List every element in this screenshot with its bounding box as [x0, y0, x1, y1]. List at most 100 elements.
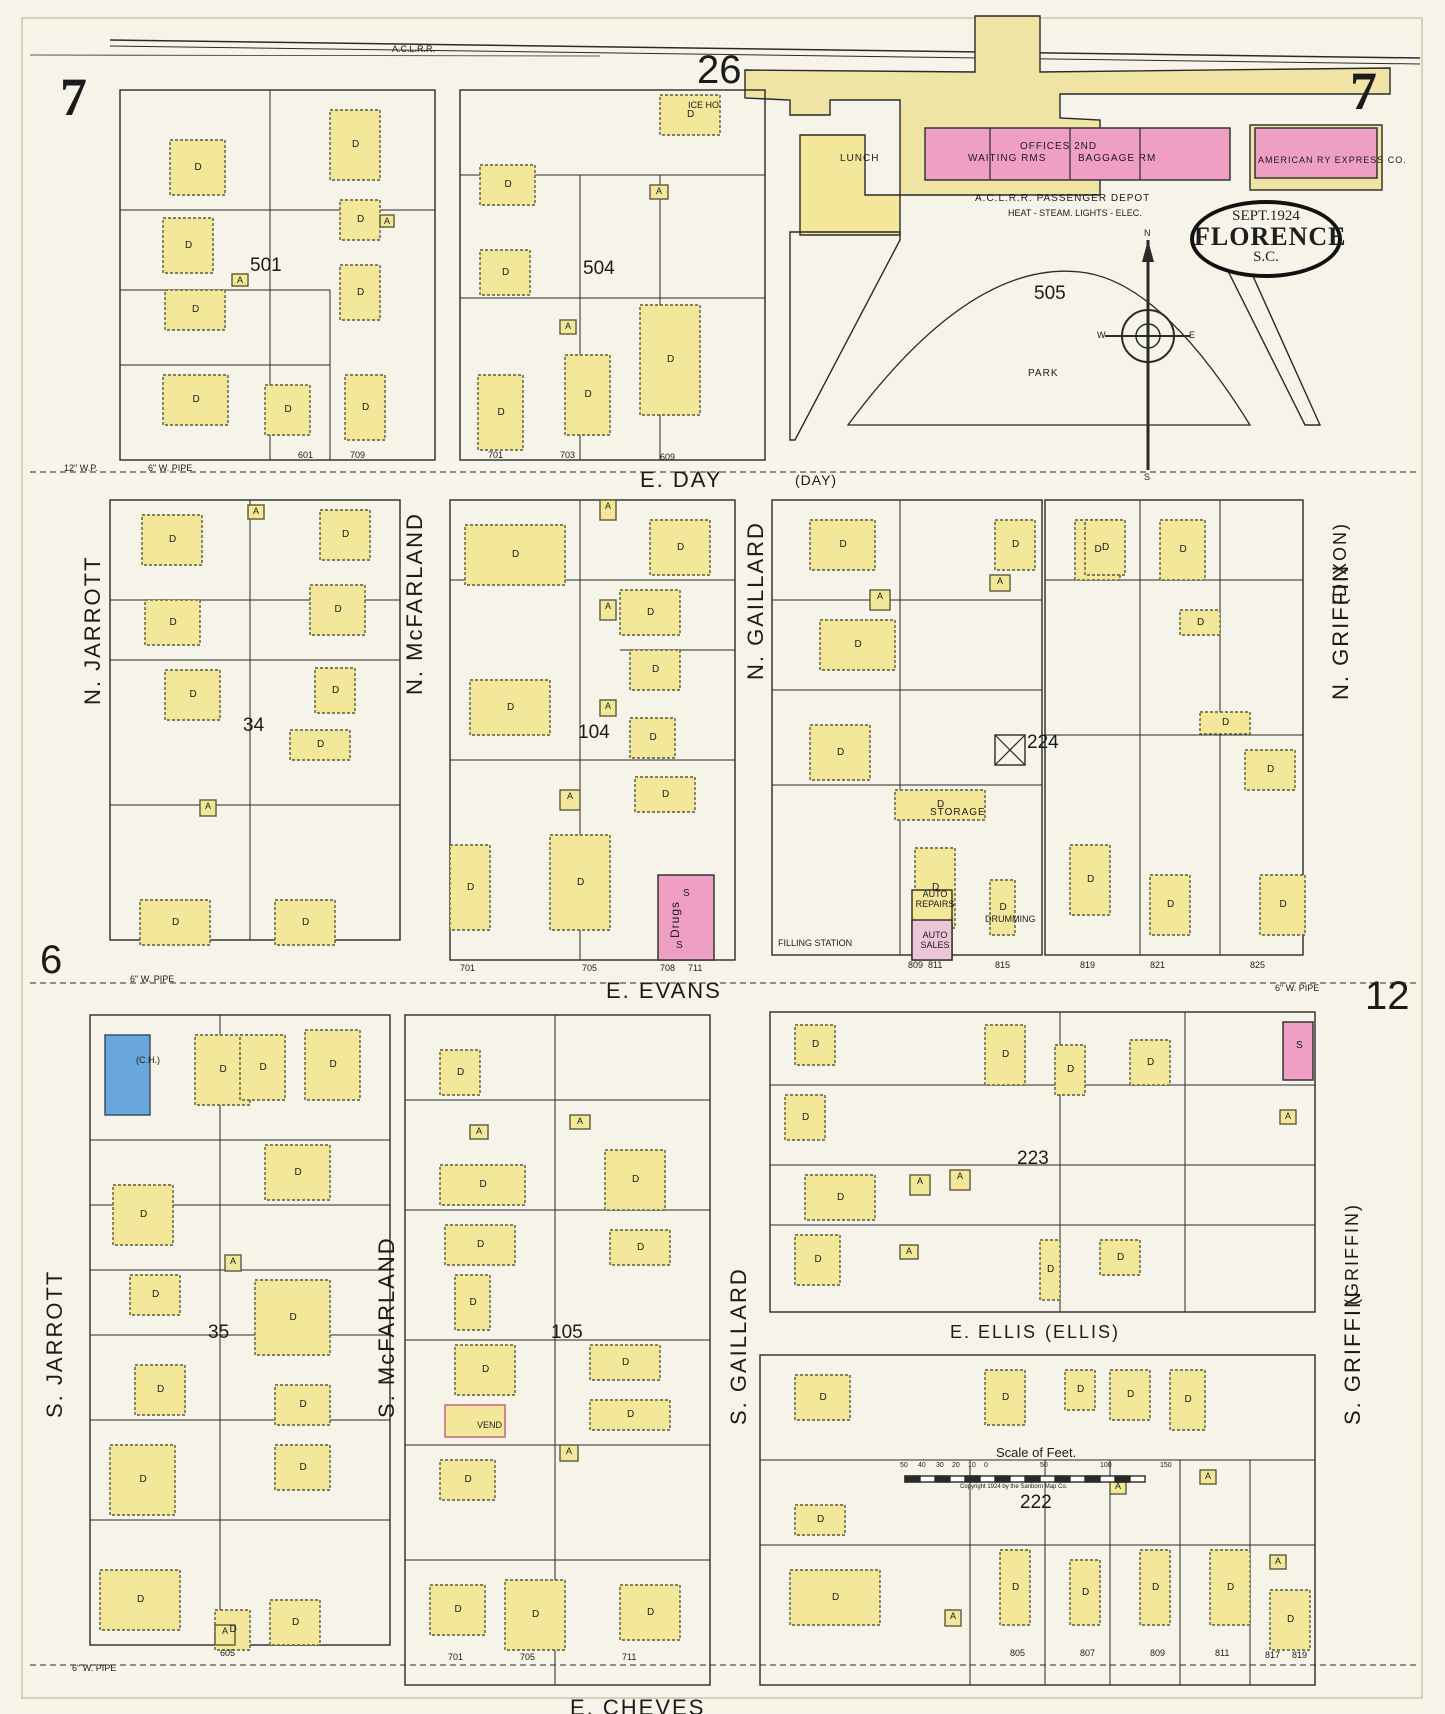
dwelling-letter-68: D — [469, 1296, 478, 1308]
passenger-depot — [924, 127, 1231, 181]
shed-letter-21: A — [950, 1611, 957, 1621]
scale-tick-3: 20 — [952, 1462, 960, 1469]
shed-letter-16: A — [476, 1126, 483, 1136]
dwelling-28 — [629, 649, 681, 691]
vend-building — [444, 1404, 506, 1438]
dwelling-letter-32: D — [577, 876, 586, 888]
shed-7 — [599, 599, 617, 621]
dwelling-letter-89: D — [1184, 1394, 1193, 1405]
address-cheves-807: 807 — [1080, 1648, 1096, 1658]
dwelling-87 — [1064, 1369, 1096, 1411]
dwelling-65 — [604, 1149, 666, 1211]
dwelling-letter-20: D — [332, 684, 341, 696]
dwelling-38 — [1179, 609, 1221, 636]
dwelling-22 — [139, 899, 211, 946]
address-day-609: 609 — [660, 452, 676, 462]
scale-seg-7 — [1114, 1475, 1131, 1483]
address-day-709: 709 — [350, 450, 366, 460]
block-frame-0 — [119, 89, 436, 461]
shed-1 — [559, 319, 577, 335]
dwelling-86 — [984, 1369, 1026, 1426]
label-drumming: DRUMMING — [985, 914, 1036, 924]
depot-note: HEAT - STEAM. LIGHTS - ELEC. — [1008, 208, 1142, 218]
dwelling-letter-95: D — [1227, 1581, 1236, 1593]
dwelling-25 — [649, 519, 711, 576]
stamp-date: SEPT.1924 — [1232, 208, 1300, 224]
shed-3 — [379, 214, 395, 228]
dwelling-letter-15: D — [169, 534, 178, 545]
shed-letter-22: A — [1115, 1481, 1122, 1491]
shed-letter-7: A — [605, 601, 612, 611]
drug-store-building — [657, 874, 715, 961]
address-evans-815: 815 — [995, 960, 1011, 970]
label-baggage-room: BAGGAGE RM — [1078, 153, 1157, 164]
dwelling-letter-52: D — [294, 1166, 303, 1178]
label-american-express: AMERICAN RY EXPRESS CO. — [1258, 155, 1407, 165]
dwelling-letter-39: D — [1102, 541, 1111, 553]
dwelling-letter-41: D — [937, 799, 946, 810]
dwelling-letter-77: D — [1002, 1049, 1011, 1060]
shed-4 — [247, 504, 265, 520]
dwelling-9 — [479, 164, 536, 206]
scale-tick-4: 10 — [968, 1462, 976, 1469]
address-cheves-817: 817 — [1265, 1650, 1281, 1660]
dwelling-1 — [329, 109, 381, 181]
label-ice-house: ICE HO. — [688, 100, 722, 110]
lunch-building — [799, 134, 901, 236]
block-frame-1 — [459, 89, 766, 461]
label-lunch: LUNCH — [840, 153, 880, 164]
dwelling-letter-96: D — [1287, 1614, 1296, 1625]
dwelling-letter-43: D — [999, 901, 1008, 913]
dwelling-letter-34: D — [854, 639, 863, 650]
address-evans-701: 701 — [460, 963, 476, 973]
dwelling-32 — [549, 834, 611, 931]
pipe-label-6in-evans: 6" W. PIPE — [130, 974, 175, 984]
scale-seg-1 — [934, 1475, 951, 1483]
dwelling-12 — [564, 354, 611, 436]
address-evans-819: 819 — [1080, 960, 1096, 970]
dwelling-letter-21: D — [317, 739, 326, 750]
shed-17 — [569, 1114, 591, 1130]
shed-letter-13: A — [957, 1171, 964, 1181]
shed-11 — [989, 574, 1011, 592]
dwelling-letter-46: D — [1279, 899, 1288, 910]
shed-0 — [231, 273, 249, 287]
block-frame-9 — [759, 1354, 1316, 1686]
shed-9 — [599, 499, 617, 521]
dwelling-letter-67: D — [637, 1241, 646, 1253]
shed-letter-10: A — [877, 591, 884, 601]
dwelling-letter-5: D — [192, 304, 201, 315]
title-stamp: SEPT.1924 FLORENCE S.C. — [1190, 200, 1345, 278]
dwelling-3 — [162, 217, 214, 274]
dwelling-letter-24: D — [512, 549, 521, 560]
dwelling-21 — [289, 729, 351, 761]
dwelling-74 — [619, 1584, 681, 1641]
dwelling-letter-62: D — [292, 1616, 301, 1628]
depot-label: A.C.L.R.R. PASSENGER DEPOT — [975, 193, 1151, 204]
block-35: 35 — [208, 1322, 230, 1343]
address-cheves-605: 605 — [220, 1648, 236, 1658]
dwelling-73 — [504, 1579, 566, 1651]
address-evans-811: 811 — [928, 960, 943, 970]
dwelling-letter-76: D — [812, 1039, 821, 1050]
dwelling-letter-86: D — [1002, 1391, 1011, 1403]
shed-5 — [199, 799, 217, 817]
label-ch: (C.H.) — [136, 1055, 160, 1065]
dwelling-letter-90: D — [817, 1514, 826, 1525]
dwelling-5 — [164, 289, 226, 331]
dwelling-letter-23: D — [302, 916, 311, 928]
dwelling-letter-56: D — [157, 1384, 166, 1395]
dwelling-33 — [809, 519, 876, 571]
address-evans-708: 708 — [660, 963, 676, 973]
address-cheves-701: 701 — [448, 1652, 464, 1662]
dwelling-63 — [439, 1049, 481, 1096]
dwelling-letter-12: D — [584, 389, 593, 400]
shed-14 — [1279, 1109, 1297, 1125]
railroad-track-1 — [109, 39, 1421, 59]
dwelling-68 — [454, 1274, 491, 1331]
dwelling-79 — [1129, 1039, 1171, 1086]
dwelling-54 — [129, 1274, 181, 1316]
dwelling-letter-30: D — [662, 788, 671, 800]
dwelling-77 — [984, 1024, 1026, 1086]
block-104: 104 — [578, 722, 610, 743]
